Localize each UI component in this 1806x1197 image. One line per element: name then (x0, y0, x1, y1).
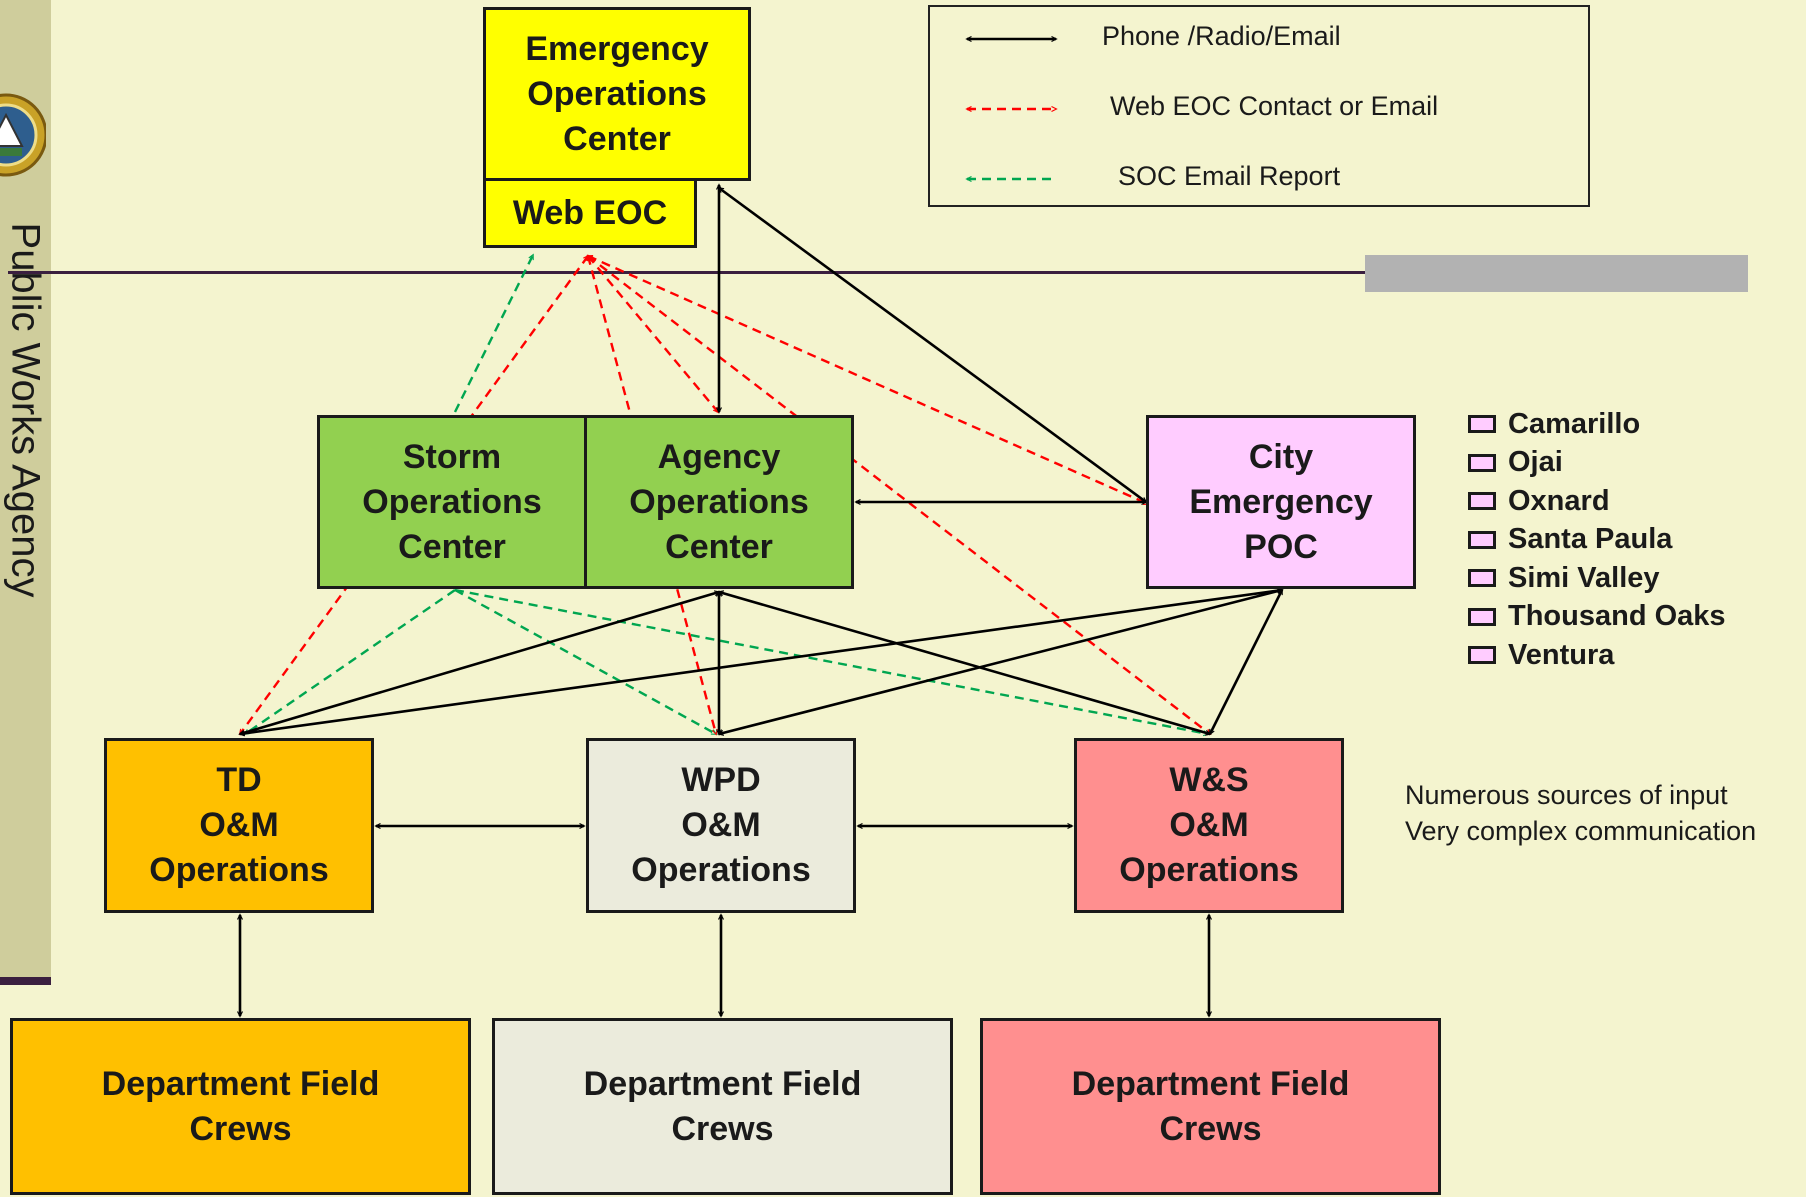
city-label: Thousand Oaks (1508, 600, 1726, 633)
city-swatch-icon (1468, 607, 1496, 626)
city-list-item: Oxnard (1468, 482, 1726, 521)
soc-to-td-arrow (243, 589, 456, 735)
city-list-item: Ojai (1468, 444, 1726, 483)
city-list-item: Camarillo (1468, 405, 1726, 444)
aoc-td-arrow (238, 590, 721, 736)
wpd-field-crews-box: Department Field Crews (492, 1018, 953, 1195)
agency-seal-logo (0, 80, 46, 190)
city-swatch-icon (1468, 415, 1496, 434)
city-label: Camarillo (1508, 407, 1641, 440)
legend-label-soc: SOC Email Report (1118, 161, 1341, 191)
soc-to-webeoc-arrow (453, 253, 535, 413)
city-swatch-icon (1468, 530, 1496, 549)
city-list-item: Ventura (1468, 636, 1726, 675)
wpd-om-operations-box: WPD O&M Operations (586, 738, 856, 913)
city-emergency-poc-box: City Emergency POC (1146, 415, 1416, 589)
aoc-ws-arrow (717, 590, 1212, 736)
ws-field-crews-box: Department Field Crews (980, 1018, 1441, 1195)
city-list-item: Thousand Oaks (1468, 598, 1726, 637)
legend-label-webeoc: Web EOC Contact or Email (1110, 91, 1439, 121)
city-list-item: Simi Valley (1468, 559, 1726, 598)
emergency-operations-center-box: Emergency Operations Center (483, 7, 751, 181)
ws-om-operations-box: W&S O&M Operations (1074, 738, 1344, 913)
legend: Phone /Radio/Email Web EOC Contact or Em… (928, 5, 1590, 207)
city-label: Ventura (1508, 638, 1615, 671)
decorative-gray-bar (1365, 255, 1748, 292)
city-label: Ojai (1508, 446, 1563, 479)
web-eoc-box: Web EOC (483, 178, 697, 248)
city-list-item: Santa Paula (1468, 521, 1726, 560)
storm-operations-center-box: Storm Operations Center (317, 415, 587, 589)
sidebar: Public Works Agency (0, 0, 51, 985)
webeoc-td-arrow (238, 254, 590, 736)
soc-to-wpd-arrow (454, 588, 718, 736)
city-label: Simi Valley (1508, 561, 1660, 594)
soc-to-ws-arrow (454, 588, 1210, 737)
agency-operations-center-box: Agency Operations Center (584, 415, 854, 589)
td-om-operations-box: TD O&M Operations (104, 738, 374, 913)
legend-label-phone: Phone /Radio/Email (1102, 21, 1341, 51)
eoc-city-arrow (717, 186, 1148, 504)
city-label: Santa Paula (1508, 523, 1673, 556)
note-line-2: Very complex communication (1405, 816, 1757, 846)
city-ws-arrow (1208, 588, 1284, 736)
city-swatch-icon (1468, 492, 1496, 511)
city-swatch-icon (1468, 569, 1496, 588)
city-wpd-arrow (717, 588, 1284, 736)
city-label: Oxnard (1508, 484, 1610, 517)
city-swatch-icon (1468, 646, 1496, 665)
city-td-arrow (238, 587, 1284, 737)
note-line-1: Numerous sources of input (1405, 780, 1728, 810)
city-swatch-icon (1468, 453, 1496, 472)
td-field-crews-box: Department Field Crews (10, 1018, 471, 1195)
legend-arrows (965, 36, 1058, 182)
webeoc-aoc-arrow (586, 254, 720, 414)
